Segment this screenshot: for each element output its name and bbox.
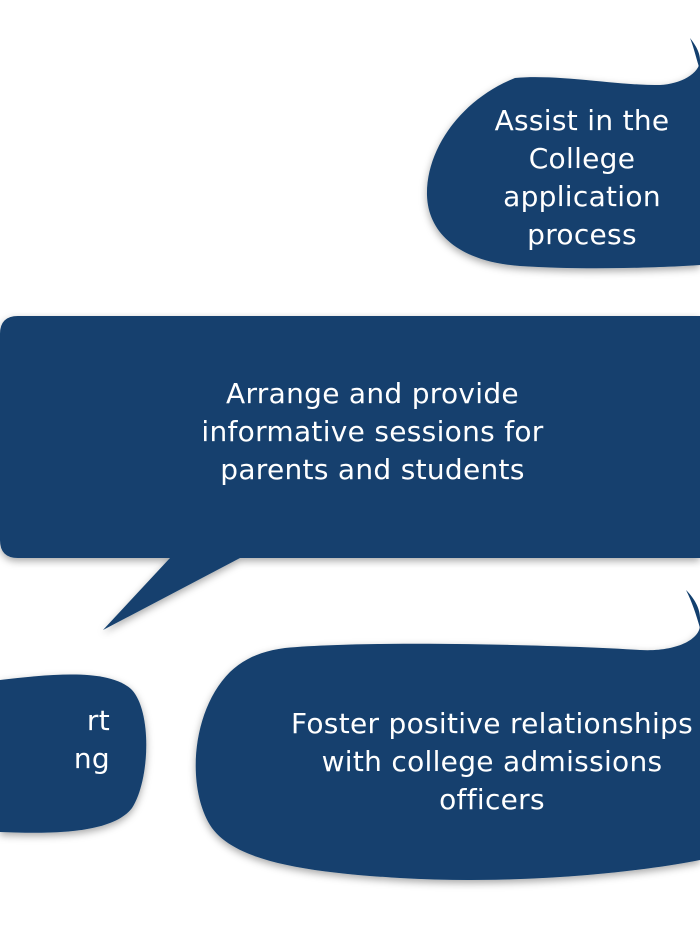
bubble-line: with college admissions: [321, 745, 663, 778]
bubble-line: rt: [86, 704, 110, 737]
bubble-text-top-right: Assist in the College application proces…: [452, 102, 700, 254]
bubble-line: parents and students: [220, 453, 525, 486]
speech-bubble-tail-top-right: [690, 38, 700, 70]
bubble-text-center: Arrange and provide informative sessions…: [150, 375, 595, 489]
speech-bubble-bottom-right: [195, 625, 700, 880]
bubble-line: application: [503, 180, 661, 213]
bubble-line: officers: [439, 783, 545, 816]
bubble-line: process: [527, 218, 637, 251]
bubble-text-bottom-right: Foster positive relationships with colle…: [262, 705, 700, 819]
speech-bubble-center: [0, 316, 700, 630]
speech-bubble-top-right: [426, 60, 700, 269]
bubble-text-bottom-left: rt ng: [0, 702, 110, 778]
bubble-line: Arrange and provide: [226, 377, 519, 410]
speech-bubble-bottom-left: [0, 674, 147, 833]
bubble-line: informative sessions for: [201, 415, 544, 448]
bubble-line: Assist in the: [494, 104, 670, 137]
speech-bubble-tail-bottom-right: [686, 590, 700, 628]
bubble-line: Foster positive relationships: [290, 707, 694, 740]
bubble-line: College: [528, 142, 636, 175]
bubble-line: ng: [73, 742, 110, 775]
